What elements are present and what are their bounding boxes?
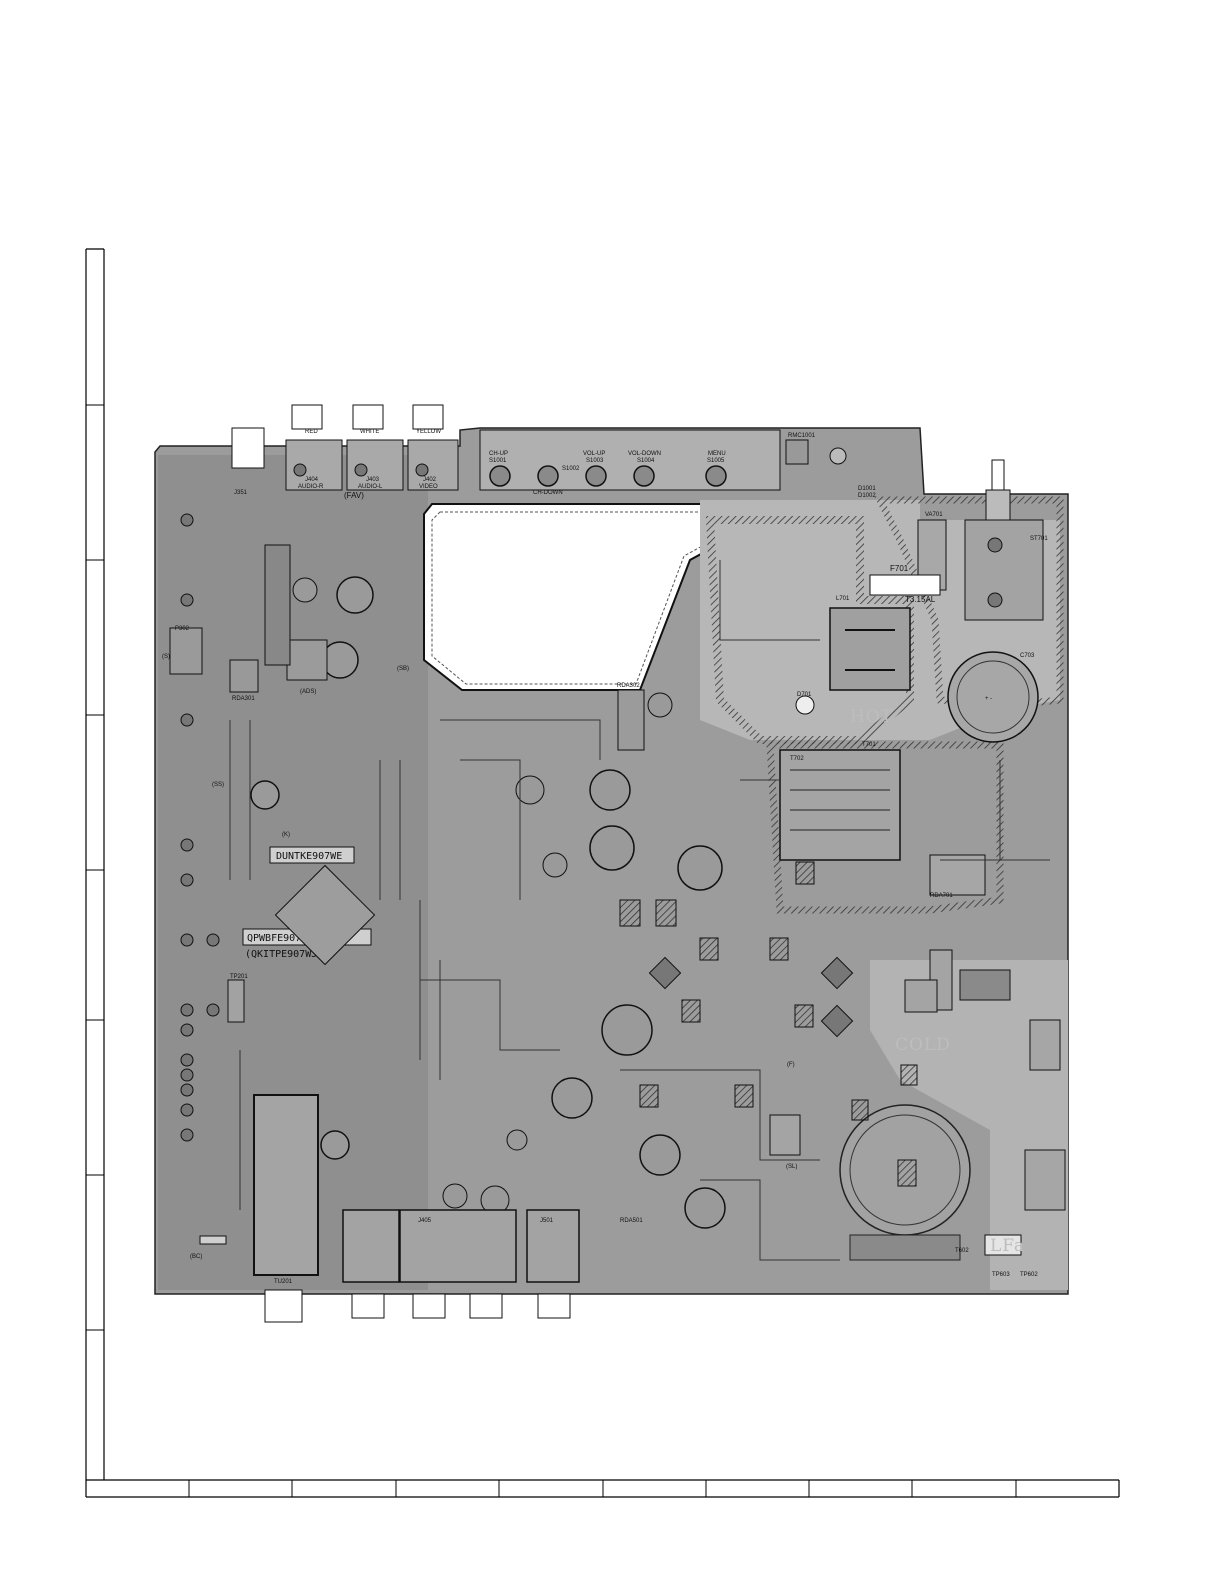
j501-label: J501 [540,1218,554,1224]
switch-ch-down-label: CH-DOWN [533,490,563,496]
bottom-components: TU201 TP201 (BC) J405 J501 RDA501 LFa TP… [190,974,1066,1323]
svg-text:+ -: + - [985,696,992,702]
center-components: RDA302 (F) (SL) [442,683,1011,1229]
tp201-label: TP201 [230,974,248,980]
part-code-qkitpe: (QKITPE907WJN) [245,949,329,960]
hot-zone-label: HOT [850,707,893,727]
c703-label: C703 [1020,653,1035,659]
left-components: (ADS) (SB) (K) (S) (SS) RDA301 P302 DUNT… [162,513,409,1160]
switch-s1001-ref: S1001 [489,458,507,464]
power-supply-area: ST701 VA701 F701 T3.15AL L701 C703 D701 … [779,512,1048,1055]
ads-label: (ADS) [300,689,316,695]
t701-label: T701 [862,742,876,748]
d1001-label: D1001 [858,486,876,492]
j405-label: J405 [418,1218,432,1224]
rda302-label: RDA302 [617,683,640,689]
fav-label: (FAV) [344,491,364,500]
switch-row: CH-UP S1001 CH-DOWN S1002 VOL-UP S1003 V… [479,429,781,496]
switch-s1004-ref: S1004 [637,458,655,464]
tp602-label: TP602 [1020,1272,1038,1278]
t602-label: T602 [955,1248,969,1254]
rda501-label: RDA501 [620,1218,643,1224]
va701-label: VA701 [925,512,943,518]
switch-ch-up-label: CH-UP [489,451,508,457]
connector-ref-j404: J404 [305,477,319,483]
t702-label: T702 [790,756,804,762]
connector-sub-audio-r: AUDIO-R [298,484,324,490]
part-code-duntke: DUNTKE907WE [276,851,342,862]
fuse-ref: F701 [890,564,909,573]
lfa-label: LFa [990,1236,1025,1256]
d1002-label: D1002 [858,493,876,499]
connector-ref-j351: J351 [234,490,248,496]
s-label: (S) [162,654,170,660]
tu201-label: TU201 [274,1279,293,1285]
sl-label: (SL) [786,1164,797,1170]
rda301-label: RDA301 [232,696,255,702]
cold-zone-label: COLD [895,1035,951,1055]
tp603-label: TP603 [992,1272,1010,1278]
fuse-rating: T3.15AL [905,595,936,604]
switch-s1003-ref: S1003 [586,458,604,464]
connector-sub-video: VIDEO [419,484,438,490]
connector-color-yellow: YELLOW [416,429,441,435]
l701-label: L701 [836,596,850,602]
st701-label: ST701 [1030,536,1048,542]
drawing-border [85,248,1120,1498]
k-label: (K) [282,832,290,838]
connector-color-white: WHITE [360,429,379,435]
part-code-qpwbfe: QPWBFE907WJN [247,933,319,944]
top-connectors: RED WHITE YELLOW J404 AUDIO-R J403 AUDIO… [231,404,1011,521]
connector-sub-audio-l: AUDIO-L [358,484,383,490]
connector-color-red: RED [305,429,318,435]
connector-ref-j403: J403 [366,477,380,483]
switch-s1002-ref: S1002 [562,466,580,472]
f-label: (F) [787,1062,795,1068]
bc-label: (BC) [190,1254,202,1260]
rda701-label: RDA701 [930,893,953,899]
rmc1001-label: RMC1001 [788,433,816,439]
switch-vol-up-label: VOL-UP [583,451,605,457]
connector-ref-j402: J402 [423,477,437,483]
d701-label: D701 [797,692,812,698]
p302-label: P302 [175,626,190,632]
switch-menu-label: MENU [708,451,726,457]
trace-lines [229,560,1050,1261]
sb-label: (SB) [397,666,409,672]
ss-label: (SS) [212,782,224,788]
switch-s1005-ref: S1005 [707,458,725,464]
switch-vol-down-label: VOL-DOWN [628,451,661,457]
